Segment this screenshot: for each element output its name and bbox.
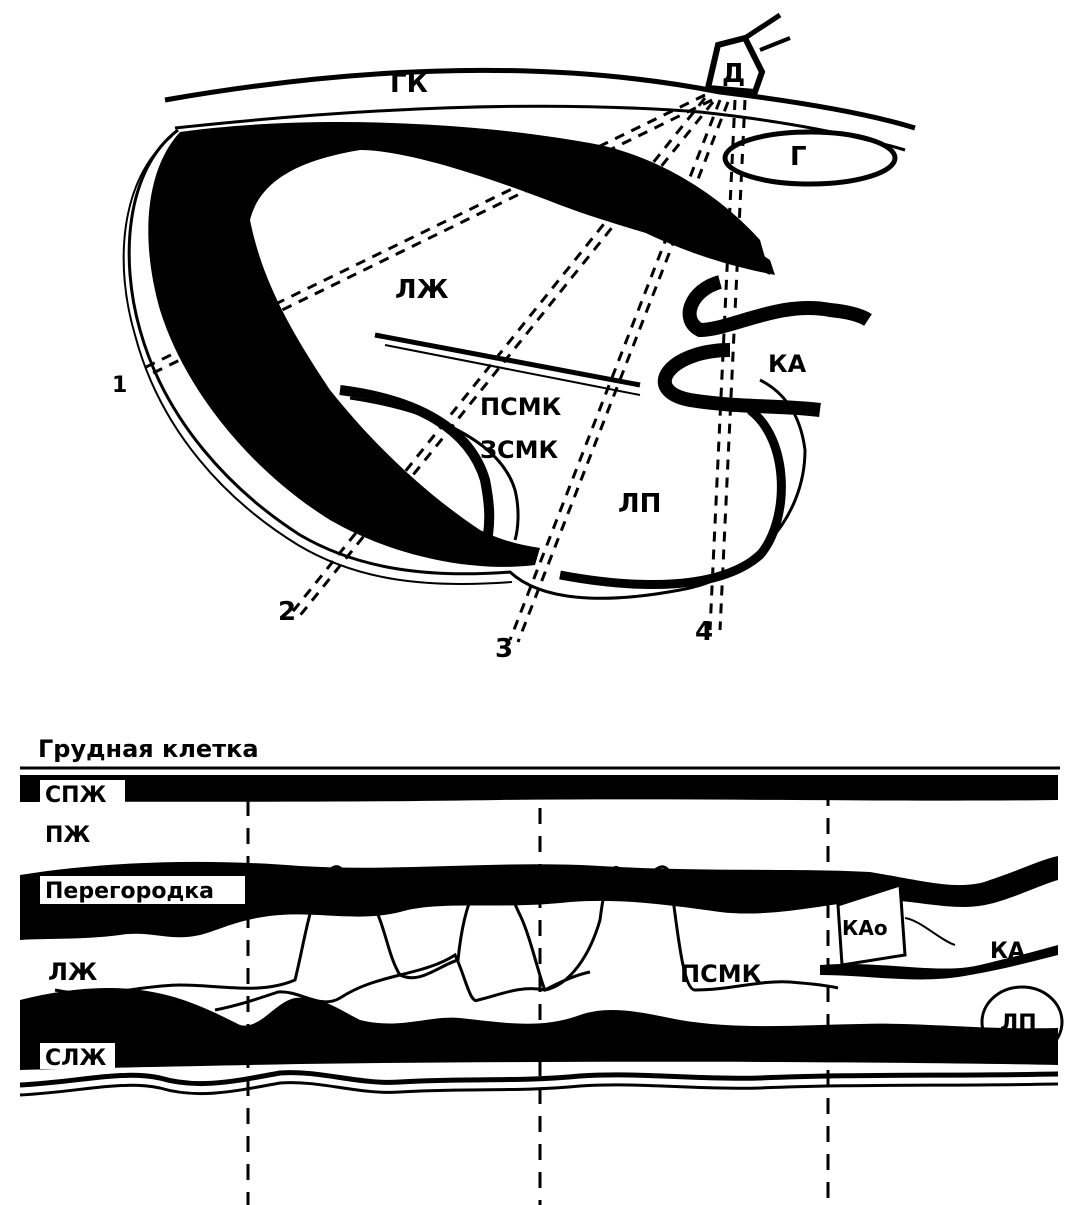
- mmode-label-left-atrium: ЛП: [1000, 1011, 1037, 1036]
- beam-number-4: 4: [695, 617, 713, 647]
- mmode-posterior-mitral-trace: [215, 955, 590, 1010]
- label-chest-wall: ГК: [390, 69, 428, 99]
- heart-diagram: ГК Д Г ПЖ ЛЖ КА ПСМК ЗСМК ЛП 1 2 3 4: [112, 15, 915, 664]
- anterior-mitral-leaflet-2: [385, 345, 640, 395]
- mmode-recording: Грудная клетка СП: [20, 735, 1062, 1205]
- mmode-label-posterior-mitral: ЗСМ: [140, 1018, 199, 1046]
- beam-number-1: 1: [112, 373, 127, 398]
- mmode-label-lv-wall: СЛЖ: [45, 1046, 106, 1071]
- mmode-time-markers: [248, 780, 828, 1205]
- mmode-label-left-ventricle: ЛЖ: [48, 958, 98, 986]
- beam-number-3: 3: [495, 634, 513, 664]
- mmode-label-septum: Перегородка: [45, 879, 214, 904]
- label-left-atrium: ЛП: [618, 489, 661, 519]
- mmode-label-rv-wall: СПЖ: [45, 783, 107, 808]
- label-transducer: Д: [722, 59, 745, 89]
- label-right-ventricle: ПЖ: [555, 173, 605, 201]
- chest-wall-caption: Грудная клетка: [38, 735, 259, 763]
- label-left-ventricle: ЛЖ: [395, 275, 449, 305]
- lv-myocardium: [148, 122, 770, 567]
- mmode-label-aortic-root: КА: [990, 939, 1025, 964]
- beam-number-2: 2: [278, 597, 296, 627]
- mmode-label-anterior-mitral: ПСМК: [680, 960, 762, 988]
- label-anterior-mitral-leaflet: ПСМК: [480, 393, 562, 421]
- mmode-label-right-ventricle: ПЖ: [45, 823, 90, 848]
- label-sternum: Г: [790, 142, 807, 172]
- transducer-probe: [708, 15, 790, 92]
- aorta-anterior-wall: [690, 282, 868, 330]
- label-posterior-mitral-leaflet: ЗСМК: [480, 436, 559, 464]
- label-aortic-root: КА: [768, 350, 807, 378]
- sternum-oval: [725, 132, 895, 184]
- mmode-aortic-valve-line: [905, 918, 955, 945]
- la-wall: [560, 410, 781, 585]
- mmode-label-aortic-valve: КАо: [842, 916, 888, 940]
